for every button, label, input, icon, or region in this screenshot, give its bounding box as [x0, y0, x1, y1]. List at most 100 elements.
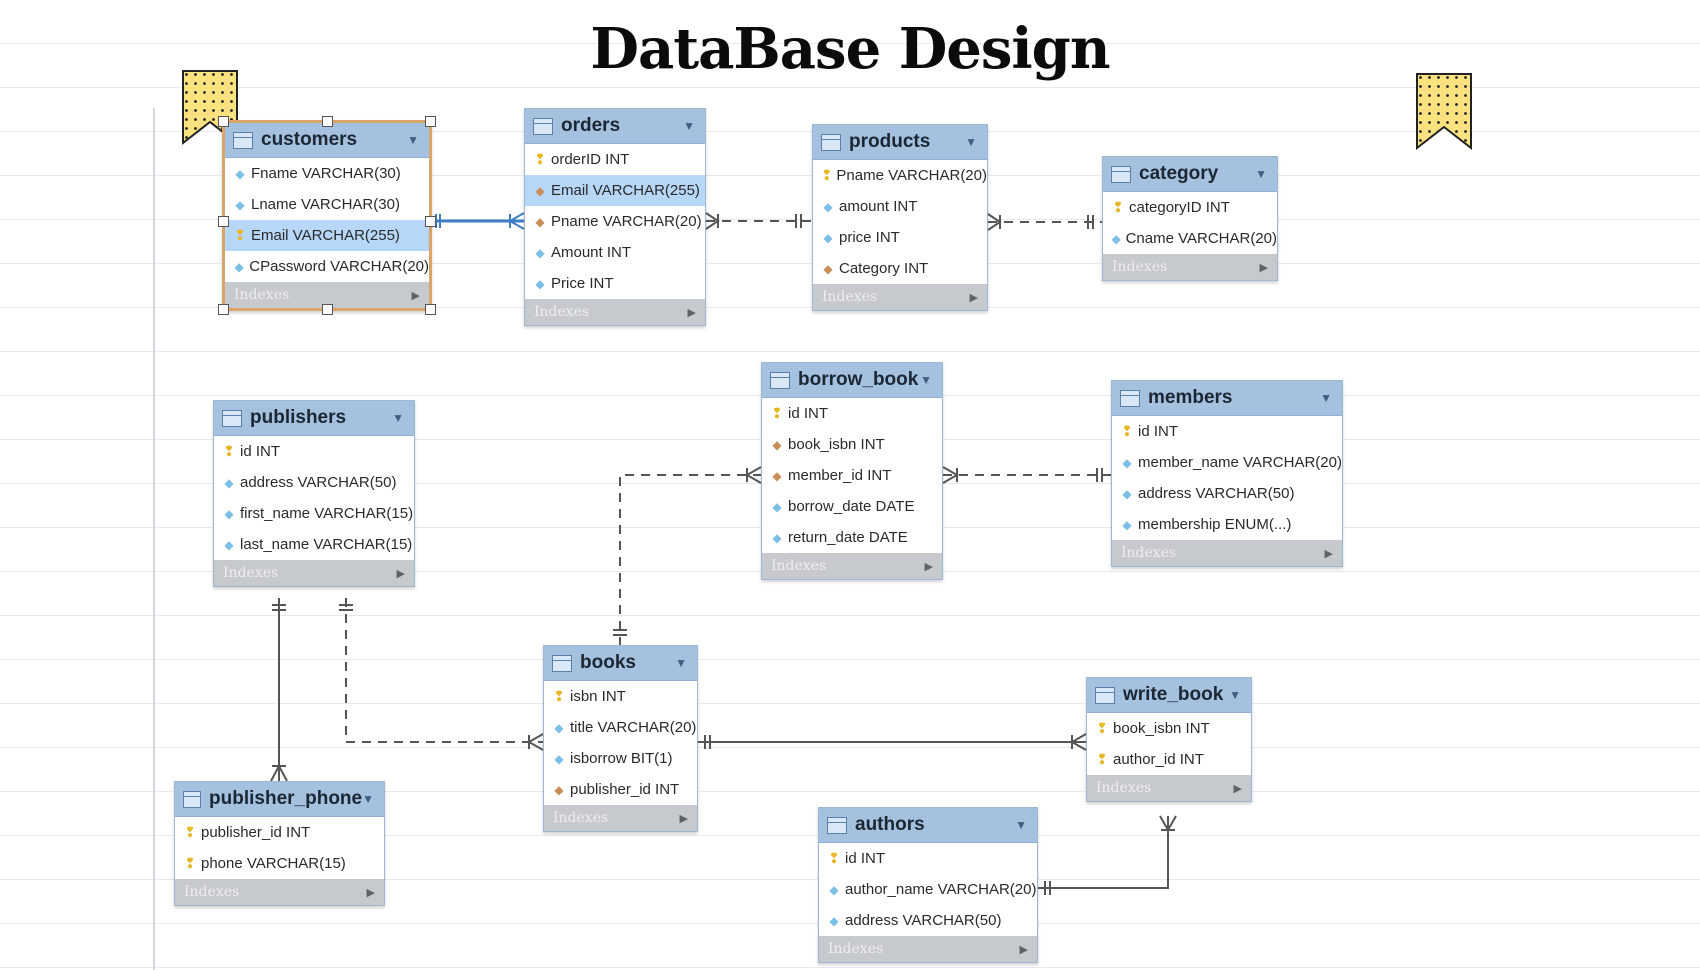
indexes-row[interactable]: Indexes▶ — [819, 936, 1037, 962]
column-row[interactable]: ◆title VARCHAR(20) — [544, 712, 697, 743]
caret-right-icon[interactable]: ▶ — [687, 305, 696, 319]
column-row[interactable]: ◆address VARCHAR(50) — [214, 467, 414, 498]
column-row[interactable]: ❢orderID INT — [525, 144, 705, 175]
column-row[interactable]: ◆Email VARCHAR(255) — [525, 175, 705, 206]
column-row[interactable]: ◆return_date DATE — [762, 522, 942, 553]
indexes-row[interactable]: Indexes▶ — [1112, 540, 1342, 566]
table-header[interactable]: members▼ — [1112, 381, 1342, 416]
table-authors[interactable]: authors▼ ❢id INT ◆author_name VARCHAR(20… — [818, 807, 1038, 963]
chevron-down-icon[interactable]: ▼ — [965, 135, 977, 149]
column-row[interactable]: ◆borrow_date DATE — [762, 491, 942, 522]
table-header[interactable]: orders▼ — [525, 109, 705, 144]
column-row[interactable]: ◆Category INT — [813, 253, 987, 284]
chevron-down-icon[interactable]: ▼ — [1229, 688, 1241, 702]
table-publisher-phone[interactable]: publisher_phone▼ ❢publisher_id INT ❢phon… — [174, 781, 385, 906]
resize-handle[interactable] — [322, 116, 333, 127]
column-row[interactable]: ◆Cname VARCHAR(20) — [1111, 230, 1277, 247]
column-row[interactable]: ◆Lname VARCHAR(30) — [225, 189, 429, 220]
table-header[interactable]: customers▼ — [225, 123, 429, 158]
column-row[interactable]: ❢id INT — [819, 843, 1037, 874]
table-header[interactable]: products▼ — [813, 125, 987, 160]
table-borrow-book[interactable]: borrow_book▼ ❢id INT ◆book_isbn INT ◆mem… — [761, 362, 943, 580]
chevron-down-icon[interactable]: ▼ — [1255, 167, 1267, 181]
caret-right-icon[interactable]: ▶ — [924, 559, 933, 573]
table-books[interactable]: books▼ ❢isbn INT ◆title VARCHAR(20) ◆isb… — [543, 645, 698, 832]
column-row[interactable]: ❢Pname VARCHAR(20) — [820, 167, 987, 184]
indexes-row[interactable]: Indexes▶ — [544, 805, 697, 831]
resize-handle[interactable] — [218, 216, 229, 227]
column-row[interactable]: ◆author_name VARCHAR(20) — [819, 874, 1037, 905]
caret-right-icon[interactable]: ▶ — [1233, 781, 1242, 795]
indexes-row[interactable]: Indexes▶ — [225, 282, 429, 308]
column-row[interactable]: ◆isborrow BIT(1) — [544, 743, 697, 774]
column-row[interactable]: ◆amount INT — [813, 191, 987, 222]
column-row[interactable]: ❢isbn INT — [544, 681, 697, 712]
chevron-down-icon[interactable]: ▼ — [407, 133, 419, 147]
chevron-down-icon[interactable]: ▼ — [392, 411, 404, 425]
column-row[interactable]: ◆Fname VARCHAR(30) — [225, 158, 429, 189]
column-row[interactable]: ◆address VARCHAR(50) — [819, 905, 1037, 936]
column-row[interactable]: ◆Amount INT — [525, 237, 705, 268]
table-write-book[interactable]: write_book▼ ❢book_isbn INT ❢author_id IN… — [1086, 677, 1252, 802]
table-products[interactable]: products▼ ❢Pname VARCHAR(20) ◆amount INT… — [812, 124, 988, 311]
column-row[interactable]: ◆CPassword VARCHAR(20) — [225, 251, 430, 282]
caret-right-icon[interactable]: ▶ — [1019, 942, 1028, 956]
resize-handle[interactable] — [218, 304, 229, 315]
resize-handle[interactable] — [218, 116, 229, 127]
table-header[interactable]: books▼ — [544, 646, 697, 681]
table-header[interactable]: publisher_phone▼ — [175, 782, 384, 817]
indexes-row[interactable]: Indexes▶ — [813, 284, 987, 310]
column-row[interactable]: ❢book_isbn INT — [1087, 713, 1251, 744]
chevron-down-icon[interactable]: ▼ — [920, 373, 932, 387]
column-row[interactable]: ❢phone VARCHAR(15) — [175, 848, 384, 879]
column-row[interactable]: ❢id INT — [1112, 416, 1342, 447]
column-row[interactable]: ◆first_name VARCHAR(15) — [214, 498, 414, 529]
column-row[interactable]: ◆member_id INT — [762, 460, 942, 491]
column-row[interactable]: ❢categoryID INT — [1103, 192, 1277, 223]
column-row[interactable]: ❢publisher_id INT — [175, 817, 384, 848]
caret-right-icon[interactable]: ▶ — [1324, 546, 1333, 560]
indexes-row[interactable]: Indexes▶ — [525, 299, 705, 325]
column-row[interactable]: ◆address VARCHAR(50) — [1112, 478, 1342, 509]
column-row[interactable]: ◆last_name VARCHAR(15) — [214, 529, 414, 560]
table-publishers[interactable]: publishers▼ ❢id INT ◆address VARCHAR(50)… — [213, 400, 415, 587]
chevron-down-icon[interactable]: ▼ — [1320, 391, 1332, 405]
indexes-row[interactable]: Indexes▶ — [1087, 775, 1251, 801]
resize-handle[interactable] — [425, 216, 436, 227]
indexes-row[interactable]: Indexes▶ — [214, 560, 414, 586]
table-header[interactable]: write_book▼ — [1087, 678, 1251, 713]
resize-handle[interactable] — [322, 304, 333, 315]
table-header[interactable]: borrow_book▼ — [762, 363, 942, 398]
resize-handle[interactable] — [425, 304, 436, 315]
chevron-down-icon[interactable]: ▼ — [1015, 818, 1027, 832]
table-customers[interactable]: customers▼ ◆Fname VARCHAR(30) ◆Lname VAR… — [218, 116, 436, 315]
chevron-down-icon[interactable]: ▼ — [362, 792, 374, 806]
caret-right-icon[interactable]: ▶ — [679, 811, 688, 825]
table-header[interactable]: category▼ — [1103, 157, 1277, 192]
indexes-row[interactable]: Indexes▶ — [762, 553, 942, 579]
caret-right-icon[interactable]: ▶ — [969, 290, 978, 304]
resize-handle[interactable] — [425, 116, 436, 127]
column-row[interactable]: ◆price INT — [813, 222, 987, 253]
table-header[interactable]: publishers▼ — [214, 401, 414, 436]
chevron-down-icon[interactable]: ▼ — [683, 119, 695, 133]
caret-right-icon[interactable]: ▶ — [396, 566, 405, 580]
column-row[interactable]: ❢Email VARCHAR(255) — [225, 220, 429, 251]
table-members[interactable]: members▼ ❢id INT ◆member_name VARCHAR(20… — [1111, 380, 1343, 567]
column-row[interactable]: ❢id INT — [762, 398, 942, 429]
column-row[interactable]: ◆book_isbn INT — [762, 429, 942, 460]
indexes-row[interactable]: Indexes▶ — [1103, 254, 1277, 280]
column-row[interactable]: ◆membership ENUM(...) — [1112, 509, 1342, 540]
table-header[interactable]: authors▼ — [819, 808, 1037, 843]
column-row[interactable]: ◆Price INT — [525, 268, 705, 299]
indexes-row[interactable]: Indexes▶ — [175, 879, 384, 905]
table-orders[interactable]: orders▼ ❢orderID INT ◆Email VARCHAR(255)… — [524, 108, 706, 326]
column-row[interactable]: ❢author_id INT — [1087, 744, 1251, 775]
column-row[interactable]: ◆publisher_id INT — [544, 774, 697, 805]
column-row[interactable]: ◆member_name VARCHAR(20) — [1112, 447, 1342, 478]
caret-right-icon[interactable]: ▶ — [1259, 260, 1268, 274]
column-row[interactable]: ◆Pname VARCHAR(20) — [525, 206, 705, 237]
column-row[interactable]: ❢id INT — [214, 436, 414, 467]
chevron-down-icon[interactable]: ▼ — [675, 656, 687, 670]
table-category[interactable]: category▼ ❢categoryID INT ◆Cname VARCHAR… — [1102, 156, 1278, 281]
